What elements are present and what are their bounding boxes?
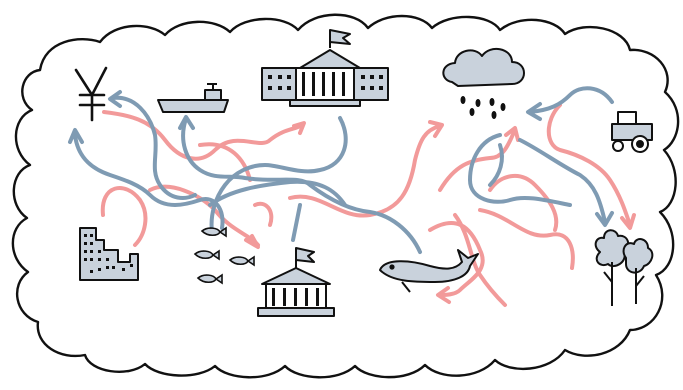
diagram-canvas xyxy=(0,0,683,390)
interconnection-diagram xyxy=(0,0,683,390)
